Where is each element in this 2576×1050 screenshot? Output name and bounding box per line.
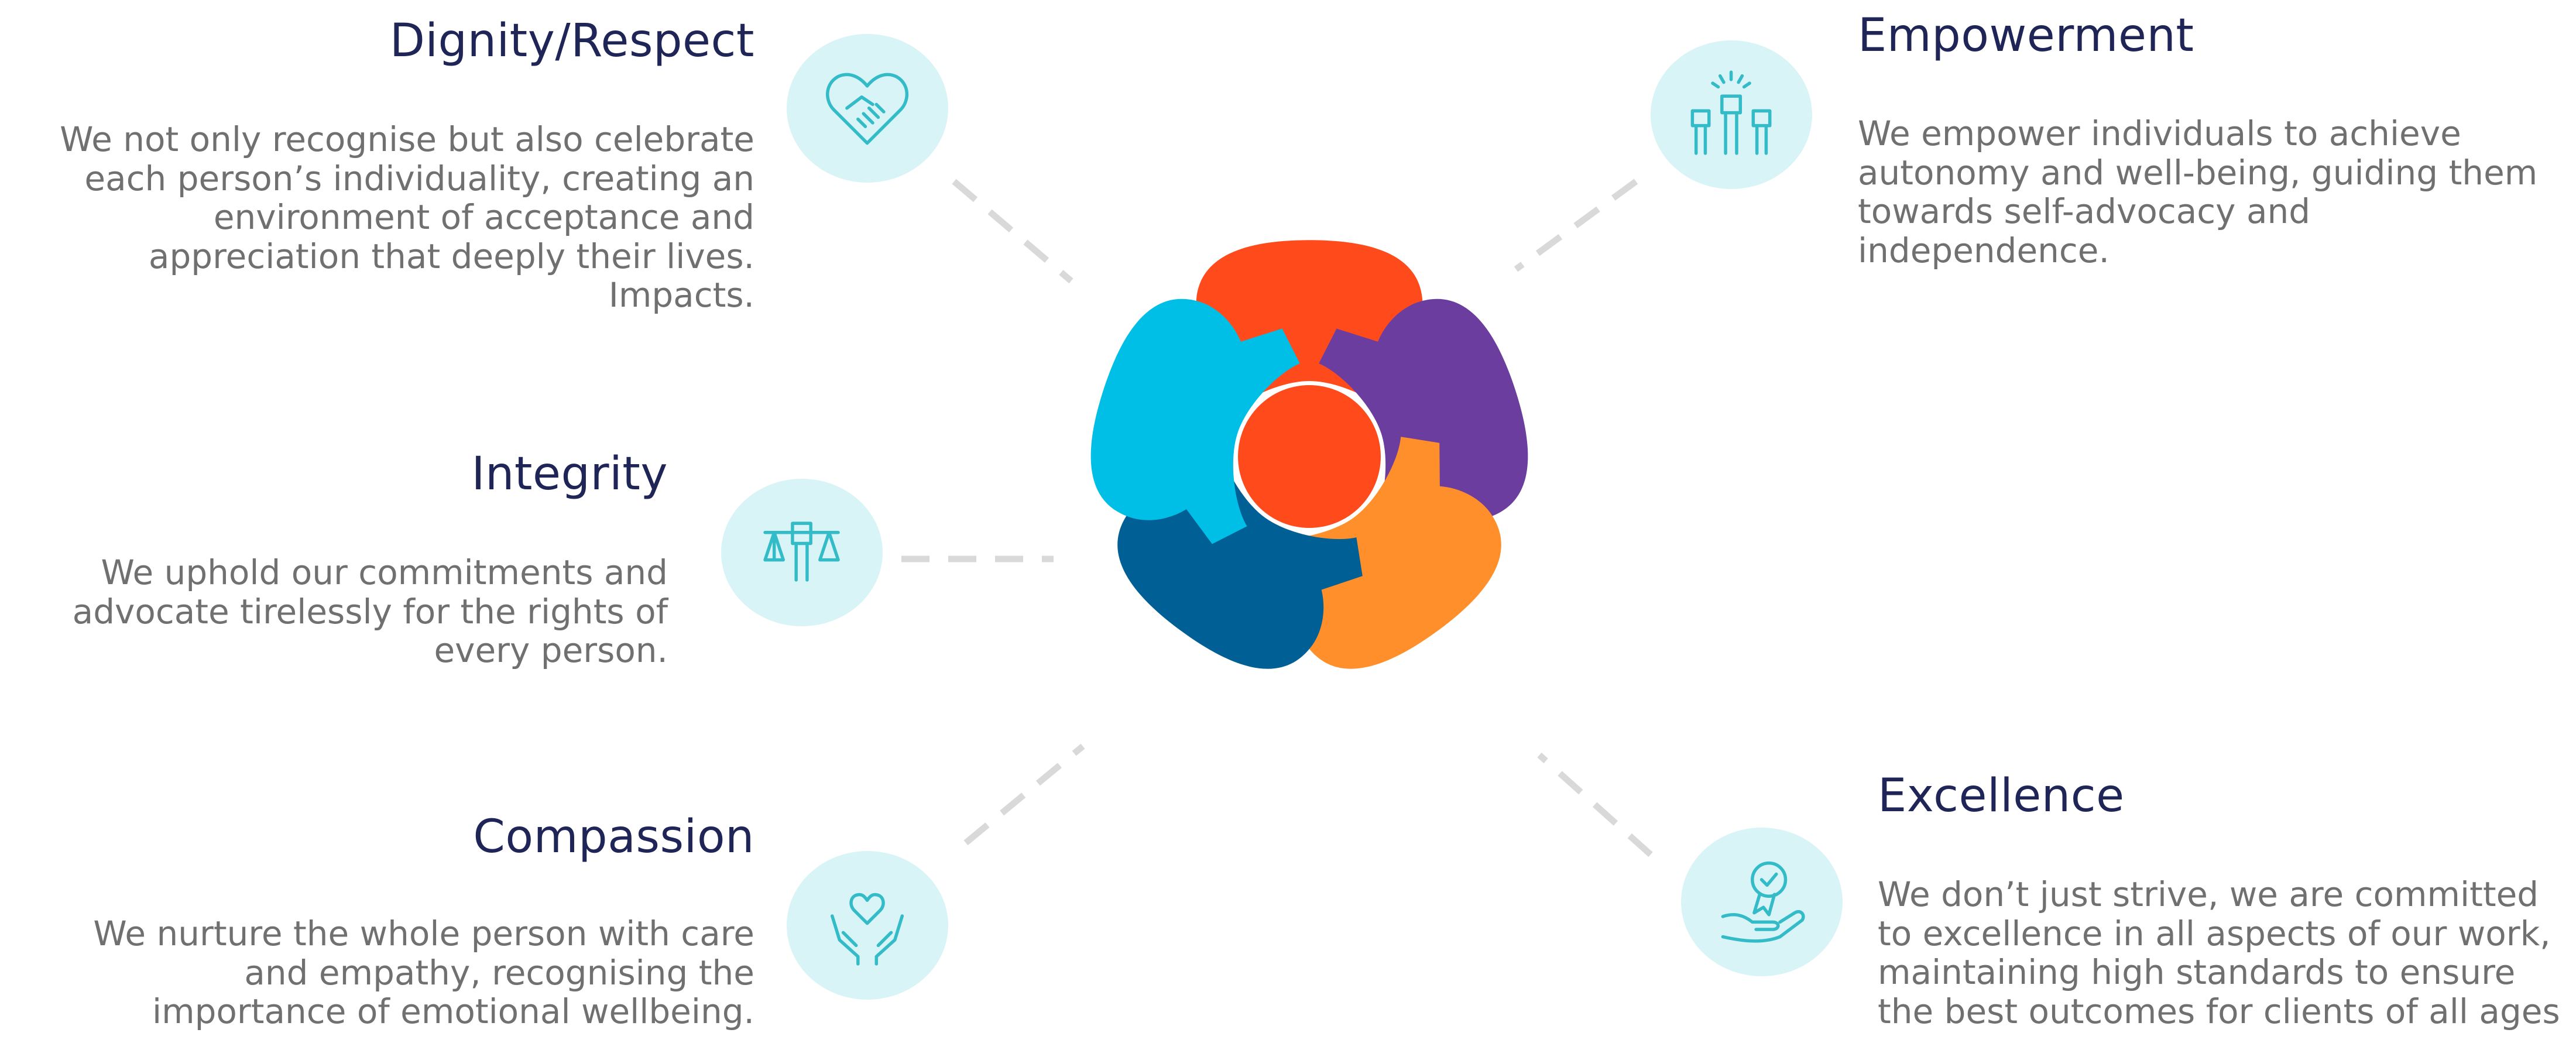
value-title-empowerment: Empowerment bbox=[1858, 9, 2194, 62]
value-title-compassion: Compassion bbox=[473, 811, 754, 863]
hands-heart-icon bbox=[787, 851, 948, 1000]
wheel-center bbox=[1238, 385, 1381, 528]
value-body-empowerment: We empower individuals to achieve autono… bbox=[1858, 114, 2538, 270]
connector-excellence bbox=[1537, 752, 1653, 857]
raised-fists-icon bbox=[1651, 40, 1812, 189]
value-title-integrity: Integrity bbox=[471, 448, 668, 500]
value-body-dignity: We not only recognise but also celebrate… bbox=[60, 119, 754, 315]
value-body-excellence: We don’t just strive, we are committed t… bbox=[1878, 874, 2560, 1031]
value-title-excellence: Excellence bbox=[1878, 770, 2125, 822]
connector-empowerment bbox=[1514, 179, 1638, 272]
connector-compassion bbox=[963, 743, 1085, 846]
award-hand-icon bbox=[1681, 828, 1843, 976]
scales-fist-icon bbox=[721, 479, 883, 626]
connector-dignity bbox=[952, 179, 1073, 284]
value-body-integrity: We uphold our commitments and advocate t… bbox=[72, 553, 668, 670]
value-title-dignity: Dignity/Respect bbox=[389, 15, 754, 67]
value-body-compassion: We nurture the whole person with care an… bbox=[93, 914, 754, 1031]
handshake-heart-icon bbox=[787, 34, 948, 183]
